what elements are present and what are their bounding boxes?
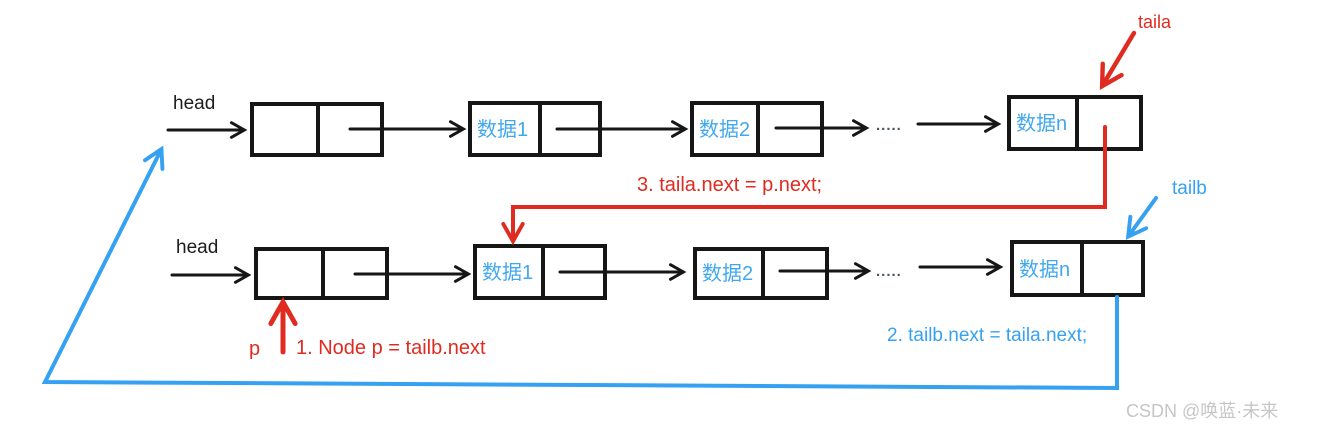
list-a-ellipsis: .....	[876, 117, 902, 134]
step1-annotation: 1. Node p = tailb.next	[296, 337, 486, 359]
taila-arrow	[1099, 30, 1137, 90]
tailb-pointer-label: tailb	[1172, 178, 1207, 199]
watermark: CSDN @唤蓝·未来	[1126, 401, 1278, 421]
list-a-node1-label: 数据1	[477, 118, 528, 141]
list-a-noden-label: 数据n	[1016, 112, 1067, 135]
list-b-node2-label: 数据2	[702, 262, 753, 285]
list-a-noden: 数据n	[1007, 95, 1143, 151]
step3-link-arrow	[501, 125, 1107, 246]
list-a-head-label: head	[173, 93, 215, 114]
list-b-noden-label: 数据n	[1019, 258, 1070, 281]
taila-pointer-label: taila	[1138, 12, 1172, 32]
list-b-ellipsis: .....	[876, 263, 902, 280]
list-b-noden: 数据n	[1010, 240, 1145, 297]
list-b-head-label: head	[176, 237, 218, 258]
step2-annotation: 2. tailb.next = taila.next;	[887, 325, 1087, 346]
tailb-arrow	[1125, 196, 1158, 240]
list-b-noden-box	[1010, 240, 1145, 297]
list-a-node2-label: 数据2	[699, 118, 750, 141]
step3-annotation: 3. taila.next = p.next;	[637, 174, 822, 196]
p-pointer-label: p	[249, 338, 260, 360]
step2-link-arrow	[41, 145, 1119, 391]
list-b-node2: 数据2	[693, 247, 829, 300]
list-b-node1-label: 数据1	[482, 261, 533, 284]
